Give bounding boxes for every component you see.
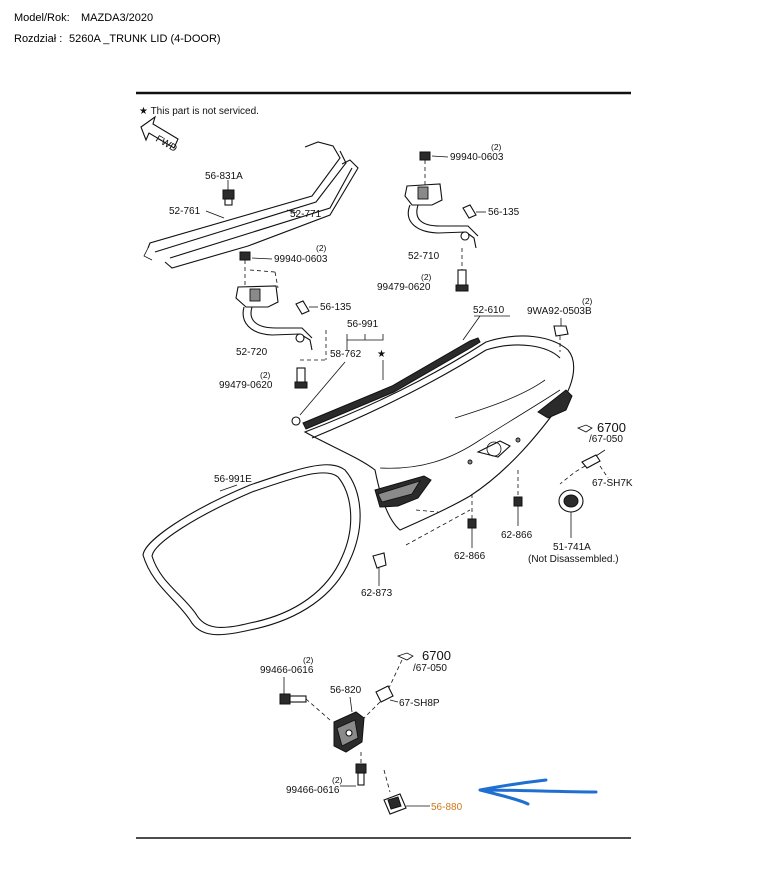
label-58-762: 58-762 — [330, 349, 362, 360]
label-52-720: 52-720 — [236, 347, 268, 358]
label-99940-0603-a: 99940-0603 — [450, 152, 504, 163]
section-value: 5260A _TRUNK LID (4-DOOR) — [69, 33, 221, 45]
label-67-SH7K: 67-SH7K — [592, 478, 633, 489]
label-52-771: 52-771 — [290, 209, 322, 220]
star-marker: ★ — [377, 349, 386, 360]
label-99466-0616-a: 99466-0616 — [260, 665, 314, 676]
label-99940-0603-b: 99940-0603 — [274, 254, 328, 265]
label-56-135-b: 56-135 — [320, 302, 352, 313]
label-56-135-a: 56-135 — [488, 207, 520, 218]
not-serviced-note: ★ This part is not serviced. — [139, 106, 259, 117]
striker-56-880 — [383, 793, 407, 815]
label-56-880: 56-880 — [431, 802, 463, 813]
label-52-710: 52-710 — [408, 251, 440, 262]
section-key: Rozdział : — [14, 33, 63, 45]
ref-67-050-a: /67-050 — [589, 434, 623, 445]
label-56-991E: 56-991E — [214, 474, 252, 485]
label-52-761: 52-761 — [169, 206, 201, 217]
label-67-SH8P: 67-SH8P — [399, 698, 440, 709]
qty-d: (2) — [260, 370, 271, 380]
highlight-arrow — [478, 778, 598, 806]
hinge-52-720 — [235, 285, 313, 351]
seal-56-991E — [142, 464, 361, 636]
label-56-820: 56-820 — [330, 685, 362, 696]
qty-a: (2) — [491, 142, 502, 152]
label-99479-0620-b: 99479-0620 — [219, 380, 273, 391]
label-62-866-b: 62-866 — [454, 551, 486, 562]
label-99466-0616-b: 99466-0616 — [286, 785, 340, 796]
label-62-873: 62-873 — [361, 588, 393, 599]
model-value: MAZDA3/2020 — [81, 12, 154, 24]
model-key: Model/Rok: — [14, 12, 70, 24]
model-line: Model/Rok: MAZDA3/2020 — [14, 12, 153, 24]
qty-f: (2) — [303, 655, 314, 665]
label-not-disassembled: (Not Disassembled.) — [528, 554, 619, 565]
label-51-741A: 51-741A — [553, 542, 591, 553]
fwd-arrow-icon: FWD — [140, 115, 179, 155]
qty-c: (2) — [316, 243, 327, 253]
bolt-99466-0616-b — [355, 763, 367, 786]
label-56-831A: 56-831A — [205, 171, 243, 182]
emblem-51-741A — [558, 489, 584, 513]
ref-67-050-b: /67-050 — [413, 663, 447, 674]
label-62-866-a: 62-866 — [501, 530, 533, 541]
label-52-610: 52-610 — [473, 305, 505, 316]
label-99479-0620-a: 99479-0620 — [377, 282, 431, 293]
trunk-lid-52-610 — [303, 335, 575, 531]
ref-6700-a: 6700 — [597, 420, 626, 435]
bolt-99466-0616-a — [279, 693, 307, 705]
qty-g: (2) — [332, 775, 343, 785]
qty-b: (2) — [421, 272, 432, 282]
section-line: Rozdział : 5260A _TRUNK LID (4-DOOR) — [14, 33, 221, 45]
latch-56-820 — [333, 711, 365, 753]
label-56-991: 56-991 — [347, 319, 379, 330]
ref-6700-b: 6700 — [422, 648, 451, 663]
torsion-bars — [143, 141, 359, 269]
label-9WA92-0503B: 9WA92-0503B — [527, 306, 592, 317]
qty-e: (2) — [582, 296, 593, 306]
clip-56-831A — [222, 189, 235, 206]
hinge-52-710 — [404, 183, 479, 249]
